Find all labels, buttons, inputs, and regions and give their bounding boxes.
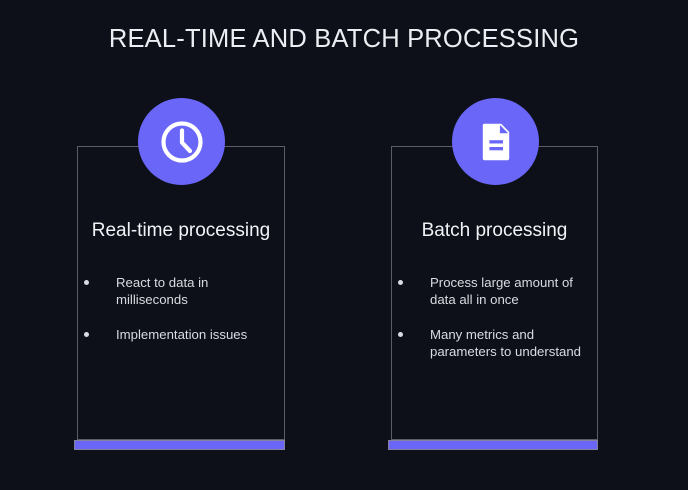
list-item: Implementation issues — [82, 326, 280, 343]
bullet-text: Implementation issues — [116, 327, 248, 342]
bullet-text: Process large amount of data all in once — [430, 275, 573, 307]
card-heading-real-time: Real-time processing — [91, 220, 271, 241]
clock-icon — [159, 119, 205, 165]
list-item: React to data in milliseconds — [82, 274, 280, 308]
bullet-dot-icon — [398, 332, 403, 337]
bullet-list-real-time: React to data in milliseconds Implementa… — [82, 274, 280, 343]
bullet-dot-icon — [84, 332, 89, 337]
document-icon-badge — [452, 98, 539, 185]
list-item: Process large amount of data all in once — [396, 274, 594, 308]
bullet-dot-icon — [398, 280, 403, 285]
clock-icon-badge — [138, 98, 225, 185]
list-item: Many metrics and parameters to understan… — [396, 326, 594, 360]
card-accent-bar-left — [74, 440, 285, 450]
bullet-dot-icon — [84, 280, 89, 285]
card-accent-bar-right — [388, 440, 598, 450]
document-icon — [473, 119, 519, 165]
bullet-list-batch: Process large amount of data all in once… — [396, 274, 594, 360]
page-title: REAL-TIME AND BATCH PROCESSING — [108, 25, 580, 53]
bullet-text: React to data in milliseconds — [116, 275, 209, 307]
bullet-text: Many metrics and parameters to understan… — [430, 327, 582, 359]
card-heading-batch: Batch processing — [421, 220, 568, 241]
